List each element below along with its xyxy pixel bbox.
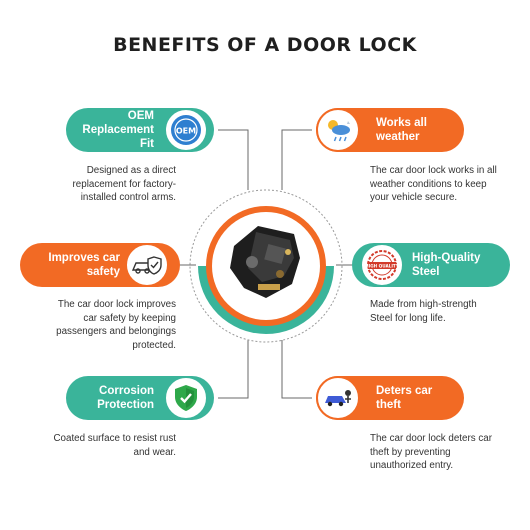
quality-stamp-icon: HIGH QUALITY <box>360 243 404 287</box>
benefit-corrosion-description: Coated surface to resist rust and wear. <box>53 433 176 458</box>
benefit-theft-description: The car door lock deters car theft by pr… <box>370 433 492 471</box>
benefit-theft-title-line2: theft <box>376 399 401 411</box>
svg-text:OEM: OEM <box>176 127 196 136</box>
shield-check-icon <box>164 376 208 420</box>
benefit-corrosion-title-line1: Corrosion <box>99 385 154 397</box>
connector-weather <box>281 129 312 190</box>
benefit-quality-description: Made from high-strength Steel for long l… <box>370 299 477 324</box>
benefit-corrosion-title-line2: Protection <box>97 399 154 411</box>
center-product <box>196 196 336 336</box>
door-lock-actuator-image <box>230 226 300 298</box>
benefit-safety-description: The car door lock improves car safety by… <box>56 299 176 351</box>
benefit-oem-title-line1: OEM <box>127 110 154 122</box>
benefit-safety-title-line1: Improves car <box>48 252 120 264</box>
benefit-oem-title-line2: Replacement Fit <box>82 124 154 150</box>
benefit-safety-title-line2: safety <box>86 266 120 278</box>
benefit-weather-title-line1: Works all <box>376 117 427 129</box>
dotted-ring <box>189 189 343 343</box>
connector-theft <box>281 340 312 399</box>
car-thief-icon <box>316 376 360 420</box>
benefit-weather-title-line2: weather <box>376 131 420 143</box>
benefit-quality-title-line1: High-Quality <box>412 252 481 264</box>
connector-corrosion <box>218 340 249 399</box>
benefit-oem-description: Designed as a direct replacement for fac… <box>72 165 176 203</box>
car-shield-icon <box>125 243 169 287</box>
page-title: BENEFITS OF A DOOR LOCK <box>113 34 417 56</box>
connector-oem <box>218 129 249 190</box>
oem-seal-icon: OEM <box>164 108 208 152</box>
svg-text:HIGH QUALITY: HIGH QUALITY <box>365 264 400 269</box>
weather-icon <box>316 108 360 152</box>
benefit-theft-title-line1: Deters car <box>376 385 433 397</box>
benefit-quality-title-line2: Steel <box>412 266 440 278</box>
benefit-weather-description: The car door lock works in all weather c… <box>370 165 497 203</box>
